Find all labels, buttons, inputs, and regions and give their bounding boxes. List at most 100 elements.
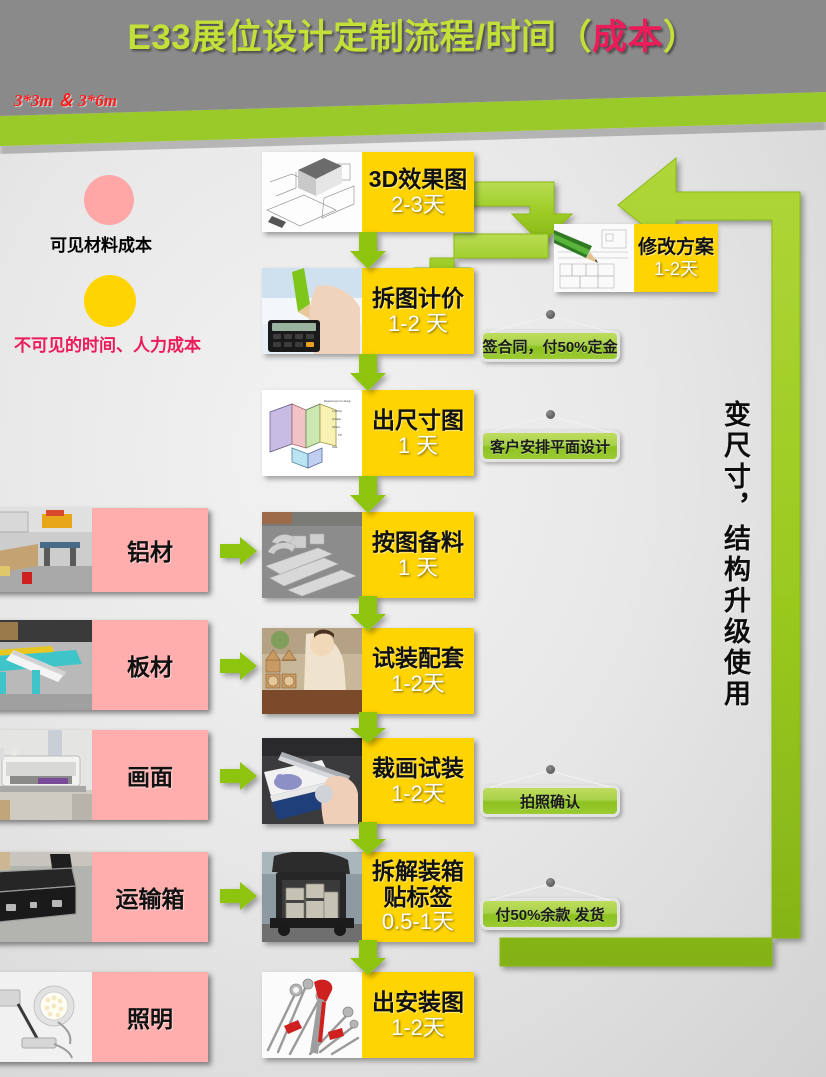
thumb-cutting-graphic: [262, 738, 362, 824]
flow-step-days: 1 天: [397, 432, 439, 458]
note-photo-confirm[interactable]: 拍照确认: [480, 765, 620, 821]
thumb-green-pencil-drawing: [554, 224, 634, 292]
note-pin: [546, 878, 555, 887]
flow-card-label: 裁画试装 1-2天: [362, 738, 474, 824]
legend-label-visible-material-cost: 可见材料成本: [50, 236, 152, 255]
note-wire: [489, 315, 611, 333]
material-label: 板材: [127, 654, 173, 680]
page-title-paren-open: （: [556, 18, 592, 57]
material-card-label: 铝材: [92, 508, 208, 592]
note-plaque: 付50%余款 发货: [480, 898, 620, 930]
legend-dot-visible-material-cost: [84, 175, 134, 225]
flow-step-days: 1-2天: [391, 780, 445, 806]
side-arrow-panel: [220, 652, 257, 680]
flow-card-label: 出安装图 1-2天: [362, 972, 474, 1058]
thumb-child-blocks: [262, 628, 362, 714]
svg-text:3)Floor: 3)Floor: [332, 425, 340, 429]
material-card-label: 画面: [92, 730, 208, 820]
flow-card-3d-render[interactable]: 3D效果图 2-3天: [262, 152, 474, 232]
material-card-flightcase[interactable]: 运输箱: [0, 852, 208, 942]
flow-card-label: 拆图计价 1-2 天: [362, 268, 474, 354]
thumb-van-flightcases: [262, 852, 362, 942]
svg-text:Requirement for design: Requirement for design: [324, 399, 352, 403]
flow-card-revision[interactable]: 修改方案 1-2天: [554, 224, 719, 292]
legend-label-invisible-time-labor-cost: 不可见的时间、人力成本: [14, 336, 201, 355]
side-arrow-aluminium: [220, 537, 257, 565]
flow-card-disassembly-packing[interactable]: 拆解装箱 贴标签 0.5-1天: [262, 852, 474, 942]
loop-vertical-label: 变尺寸，结构升级使用: [720, 400, 750, 710]
revision-days: 1-2天: [654, 258, 699, 279]
page-title: E33展位设计定制流程/时间（成本）: [0, 9, 826, 60]
note-plaque: 客户安排平面设计: [480, 430, 620, 462]
flow-step-days: 1-2天: [391, 1014, 445, 1040]
down-arrow-6: [350, 822, 386, 855]
flow-card-trial-assembly[interactable]: 试装配套 1-2天: [262, 628, 474, 714]
note-plaque: 签合同，付50%定金: [480, 330, 620, 362]
flow-card-quoting[interactable]: 拆图计价 1-2 天: [262, 268, 474, 354]
material-card-aluminium[interactable]: 铝材: [0, 508, 208, 592]
flow-card-label: 3D效果图 2-3天: [362, 152, 474, 232]
flow-card-label: 拆解装箱 贴标签 0.5-1天: [362, 852, 474, 942]
svg-text:Note: Note: [332, 445, 338, 449]
thumb-hand-tools: [262, 972, 362, 1058]
flow-step-name: 拆图计价: [372, 284, 464, 311]
flow-card-material-prep[interactable]: 按图备料 1 天: [262, 512, 474, 598]
side-arrow-flightcase: [220, 882, 257, 910]
page-title-cost: 成本: [592, 18, 664, 57]
booth-size-label: 3*3m ＆ 3*6m: [14, 91, 117, 110]
note-text: 客户安排平面设计: [489, 438, 610, 456]
note-balance-payment-shipping[interactable]: 付50%余款 发货: [480, 878, 620, 934]
page-title-main: E33展位设计定制流程/时间: [127, 18, 557, 57]
material-card-label: 照明: [92, 972, 208, 1062]
material-card-lighting[interactable]: 照明: [0, 972, 208, 1062]
thumb-hand-calculator: [262, 268, 362, 354]
note-plaque: 拍照确认: [480, 785, 620, 817]
svg-text:2)Cable: 2)Cable: [332, 417, 342, 421]
flow-step-name: 拆解装箱: [372, 857, 464, 884]
flow-card-installation-drawing[interactable]: 出安装图 1-2天: [262, 972, 474, 1058]
note-text: 付50%余款 发货: [495, 906, 605, 924]
flow-card-graphic-cutting[interactable]: 裁画试装 1-2天: [262, 738, 474, 824]
note-customer-layout-design[interactable]: 客户安排平面设计: [480, 410, 620, 466]
material-card-graphic[interactable]: 画面: [0, 730, 208, 820]
note-text: 签合同，付50%定金: [482, 338, 618, 356]
thumb-aluminium-workshop: [0, 508, 92, 592]
thumb-panel-saw: [0, 620, 92, 710]
flow-step-name: 3D效果图: [368, 165, 468, 192]
flow-step-days: 0.5-1天: [381, 909, 455, 935]
flow-step-name: 裁画试装: [372, 754, 464, 781]
flow-step-name: 出安装图: [372, 988, 464, 1015]
thumb-led-spotlights: [0, 972, 92, 1062]
down-arrow-3: [350, 476, 386, 513]
flow-card-label: 试装配套 1-2天: [362, 628, 474, 714]
flow-step-name-line2: 贴标签: [383, 883, 453, 910]
down-arrow-1: [350, 232, 386, 269]
note-pin: [546, 410, 555, 419]
flow-step-days: 2-3天: [391, 191, 445, 217]
flow-step-days: 1-2 天: [388, 310, 448, 336]
material-label: 运输箱: [115, 886, 185, 912]
flow-step-days: 1-2天: [391, 670, 445, 696]
material-card-label: 运输箱: [92, 852, 208, 942]
down-arrow-5: [350, 712, 386, 743]
legend-dot-invisible-time-labor-cost: [84, 275, 136, 327]
note-wire: [489, 770, 611, 788]
material-card-label: 板材: [92, 620, 208, 710]
note-contract-deposit[interactable]: 签合同，付50%定金: [480, 310, 620, 366]
page-title-paren-close: ）: [663, 18, 699, 57]
down-arrow-7: [350, 940, 386, 975]
flow-step-name: 按图备料: [372, 528, 464, 555]
revision-name: 修改方案: [638, 237, 715, 259]
thumb-large-format-printer: [0, 730, 92, 820]
flow-step-name: 出尺寸图: [372, 406, 464, 433]
note-wire: [489, 415, 611, 433]
flow-card-dimension-drawing[interactable]: Requirement for design 1)OPtion 2)Cable …: [262, 390, 474, 476]
down-arrow-2: [350, 354, 386, 391]
note-wire: [489, 883, 611, 901]
note-text: 拍照确认: [519, 793, 580, 811]
material-card-panel[interactable]: 板材: [0, 620, 208, 710]
thumb-booth-wireframe: Requirement for design 1)OPtion 2)Cable …: [262, 390, 362, 476]
flow-card-label: 按图备料 1 天: [362, 512, 474, 598]
elbow-arrow-to-revision: [467, 181, 574, 245]
